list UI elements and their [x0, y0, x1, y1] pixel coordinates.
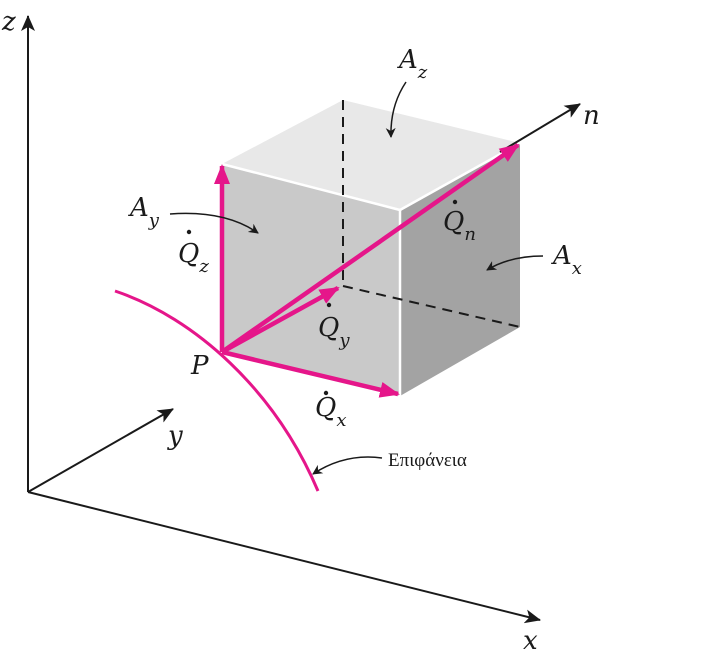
heat-vector-y [220, 286, 340, 354]
svg-text:Qy: Qy [318, 313, 350, 351]
heat-label-y: Qy [318, 302, 350, 351]
n-axis-label: n [583, 101, 600, 131]
area-x-label: Ax [551, 241, 582, 279]
leader-surface [312, 456, 383, 475]
area-y-label: Ay [128, 193, 160, 231]
hidden-edge [342, 285, 521, 328]
heat-vector-n [220, 143, 520, 354]
y-axis-label: y [167, 421, 183, 451]
leader-area-z [385, 81, 407, 138]
n-direction-arrow [499, 103, 581, 153]
dot-accent [323, 390, 329, 396]
svg-text:Qx: Qx [315, 393, 346, 431]
heat-vectors [214, 143, 520, 398]
cube-edge [221, 162, 401, 212]
svg-text:Qn: Qn [443, 207, 476, 245]
area-z-label: Az [397, 45, 428, 83]
surface-curve [114, 289, 320, 492]
heat-label-x: Qx [315, 390, 346, 431]
cube [221, 100, 521, 396]
axes [21, 15, 541, 624]
dot-accent [452, 199, 458, 205]
leader-arrows [169, 81, 544, 475]
z-axis-label: z [1, 7, 16, 37]
x-axis [27, 491, 541, 624]
heat-label-z: Qz [178, 229, 209, 277]
surface-label: Επιφάνεια [388, 450, 467, 471]
cube-face-front [222, 164, 400, 396]
dot-accent [186, 229, 192, 235]
heat-label-n: Qn [443, 199, 476, 245]
heat-vector-x [221, 349, 400, 398]
svg-text:Qz: Qz [178, 239, 209, 277]
leader-area-y [169, 212, 259, 234]
y-axis [27, 408, 174, 493]
x-axis-label: x [523, 626, 538, 656]
point-p-label: P [190, 351, 209, 381]
leader-area-x [486, 255, 544, 271]
dot-accent [326, 302, 332, 308]
